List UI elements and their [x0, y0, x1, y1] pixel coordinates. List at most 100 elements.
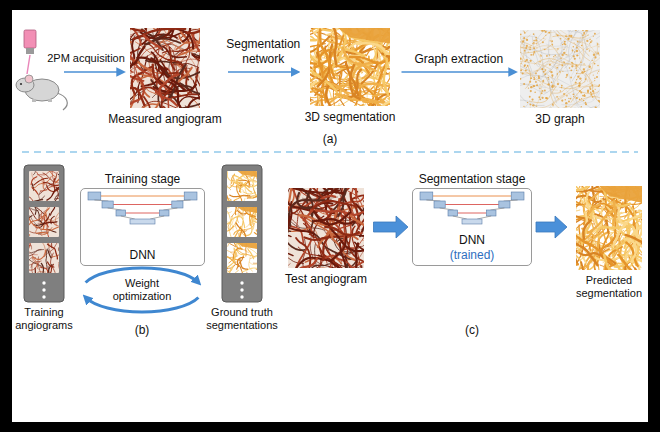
graph-render — [570, 98, 572, 100]
graph-render — [579, 82, 581, 84]
graph-render — [597, 43, 599, 45]
panel-letter: (c) — [452, 323, 492, 337]
graph-render — [581, 106, 582, 107]
graph-render — [551, 42, 579, 87]
graph-render — [589, 43, 590, 44]
graph-render — [598, 100, 600, 102]
angiogram-render — [289, 200, 331, 226]
graph-render — [597, 72, 598, 73]
graph-render — [533, 33, 535, 35]
segmentation-thumbnail — [253, 260, 257, 263]
graph-render — [543, 30, 545, 31]
segmentation-thumbnail — [227, 207, 231, 208]
graph-render — [565, 77, 566, 78]
graph-render — [540, 55, 542, 57]
segmentation-render — [588, 210, 615, 233]
graph-render — [534, 34, 543, 75]
graph-render — [573, 93, 575, 95]
graph-render — [577, 55, 578, 56]
angiogram-thumbnail — [44, 217, 48, 227]
node-label: 3D graph — [535, 112, 584, 126]
graph-render — [535, 37, 537, 39]
frame-text: DNN(trained) — [413, 233, 531, 262]
segmentation-render — [390, 73, 391, 85]
graph-render — [530, 54, 532, 56]
segmentation-thumbnail — [238, 243, 258, 249]
graph-render — [549, 54, 550, 55]
graph-render — [576, 47, 578, 49]
graph-render — [541, 68, 543, 70]
graph-render — [581, 98, 582, 99]
graph-render — [528, 94, 565, 108]
graph-render — [581, 45, 583, 47]
graph-render — [536, 106, 537, 107]
image-panel: Measured angiogram — [106, 28, 224, 126]
graph-render — [541, 97, 543, 99]
graph-render — [571, 86, 599, 102]
angiogram-thumbnail — [55, 207, 59, 226]
segmentation-render — [347, 106, 356, 107]
graph-render — [527, 65, 529, 67]
block-arrow — [536, 216, 567, 238]
angiogram-render — [354, 188, 362, 198]
graph-render — [554, 85, 555, 86]
graph-render — [577, 76, 579, 78]
angiogram-render — [130, 28, 200, 108]
angiogram-render — [288, 264, 290, 268]
graph-render — [565, 102, 567, 104]
graph-render — [598, 71, 599, 72]
angiogram-thumbnail — [29, 171, 34, 173]
graph-render — [576, 97, 578, 99]
segmentation-render — [329, 28, 336, 64]
angiogram-thumbnail — [41, 227, 58, 230]
graph-render — [520, 41, 532, 50]
graph-render — [550, 40, 551, 41]
graph-render — [523, 106, 524, 107]
segmentation-render — [350, 64, 360, 99]
graph-render — [566, 54, 567, 55]
segmentation-render — [624, 239, 636, 258]
graph-render — [562, 95, 592, 105]
angiogram-render — [163, 104, 200, 108]
segmentation-thumbnail — [227, 208, 231, 229]
graph-render — [526, 39, 528, 41]
graph-render — [524, 64, 526, 66]
angiogram-render — [151, 58, 185, 90]
image-panel: Ground truth segmentations — [202, 165, 282, 332]
angiogram-thumbnail — [41, 263, 43, 273]
angiogram-thumbnail — [41, 267, 48, 272]
graph-render — [575, 30, 576, 31]
graph-render — [525, 69, 527, 71]
graph-render — [533, 77, 534, 78]
angiogram-thumbnail — [53, 200, 56, 201]
angiogram-thumbnail — [29, 216, 40, 228]
graph-render — [589, 50, 590, 51]
angiogram-render — [297, 193, 324, 211]
arrow-label: 2PM acquisition — [38, 52, 134, 65]
graph-render — [596, 76, 598, 78]
segmentation-render — [601, 236, 615, 250]
segmentation-thumbnail — [238, 207, 258, 213]
graph-render — [594, 63, 596, 65]
graph-render — [542, 41, 544, 43]
angiogram-render — [296, 238, 310, 268]
graph-render — [551, 82, 553, 84]
graph-render — [566, 95, 568, 97]
graph-render — [574, 58, 576, 60]
network-schematic — [453, 216, 467, 219]
segmentation-render — [576, 205, 582, 207]
network-schematic — [88, 192, 197, 224]
segmentation-thumbnail — [234, 175, 242, 179]
segmentation-thumbnail — [248, 249, 254, 259]
graph-render — [549, 78, 557, 103]
graph-render — [534, 85, 536, 87]
segmentation-thumbnail — [227, 243, 257, 273]
graph-render — [556, 33, 557, 34]
angiogram-render — [330, 188, 343, 193]
graph-render — [586, 48, 588, 50]
segmentation-thumbnail — [227, 226, 234, 231]
graph-render — [520, 52, 521, 53]
segmentation-thumbnail — [254, 222, 257, 229]
segmentation-render — [626, 235, 642, 242]
segmentation-thumbnail — [239, 183, 249, 187]
